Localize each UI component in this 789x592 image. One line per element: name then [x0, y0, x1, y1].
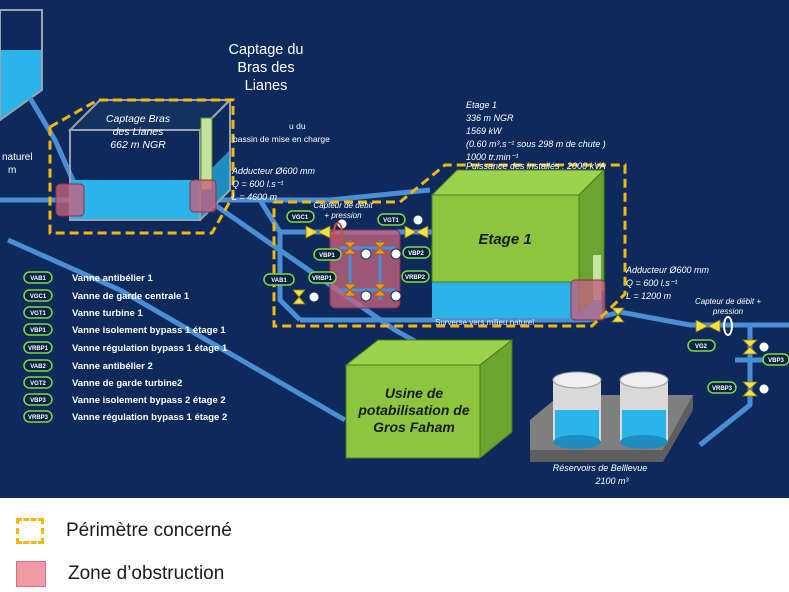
valve-legend-desc: Vanne antibélier 1 — [72, 273, 153, 284]
etage-1-info: Etage 1 336 m NGR 1569 kW (0.60 m³.s⁻¹ s… — [466, 100, 606, 171]
valve-tag-vbp3: VBP3 — [768, 358, 784, 364]
orange-valves — [343, 241, 387, 297]
valve-legend-code: VRBP1 — [28, 346, 49, 352]
label-naturel: naturel — [2, 152, 33, 163]
valve-legend-code: VAB2 — [30, 364, 46, 370]
title-captage-line2: Bras des — [237, 60, 294, 76]
valve-legend-codes: VAB1 VGC1 VGT1 VBP1 VRBP1 VAB2 VGT2 VBP3… — [28, 276, 49, 421]
adducteur-1-info: Adducteur Ø600 mm Q = 600 l.s⁻¹ L = 4600… — [231, 166, 316, 202]
valve-legend-code: VGT2 — [30, 381, 46, 387]
adducteur-1-line3: L = 4600 m — [232, 192, 278, 202]
valve-legend-badges — [23, 271, 53, 423]
yellow-valves — [292, 225, 758, 397]
label-surverse: Surverse vers milieu naturel — [435, 318, 534, 327]
adducteur-2-line2: Q = 600 l.s⁻¹ — [626, 278, 678, 288]
valve-tag-vbp2: VBP2 — [408, 251, 424, 257]
valve-legend-desc: Vanne de garde centrale 1 — [72, 291, 190, 302]
title-captage-line1: Captage du — [229, 42, 304, 58]
title-captage: Captage du Bras des Lianes — [229, 42, 304, 94]
flow-sensor-2 — [723, 316, 733, 336]
label-bassin-line2: bassin de mise en charge — [233, 134, 330, 144]
valve-tag-vbp1: VBP1 — [319, 253, 335, 259]
capteur-2-info: Capteur de débit + pression — [695, 297, 761, 316]
valve-legend-desc: Vanne antibélier 2 — [72, 361, 153, 372]
valve-legend-code: VRBP3 — [28, 415, 49, 421]
valve-legend-desc: Vanne isolement bypass 1 étage 1 — [72, 325, 226, 336]
usine-label: Usine de potabilisation de Gros Faham — [357, 385, 469, 435]
etage-info-line2: 336 m NGR — [466, 113, 514, 123]
etage-info-line5: 1000 tr.min⁻¹ — [466, 152, 518, 162]
label-bassin-line1: u du — [289, 121, 306, 131]
legend-zone: Zone d’obstruction — [16, 561, 224, 587]
adducteur-1-line2: Q = 600 l.s⁻¹ — [232, 179, 284, 189]
valve-tag-badges — [263, 210, 789, 394]
valve-legend-code: VAB1 — [30, 276, 46, 282]
usine-label-line1: Usine de — [385, 385, 444, 401]
valve-legend-code: VBP3 — [30, 398, 46, 404]
valve-tag-vrbp2: VRBP2 — [405, 275, 426, 281]
reservoirs-label-line2: 2100 m³ — [594, 476, 629, 486]
capteur-1-line2: + pression — [324, 211, 362, 220]
obstruction-zone-basin-left — [55, 183, 85, 217]
legend-perimetre: Périmètre concerné — [16, 518, 232, 544]
valve-legend-code: VBP1 — [30, 328, 46, 334]
obstruction-zone-basin-right — [189, 179, 217, 213]
valve-legend-code: VGT1 — [30, 311, 46, 317]
adducteur-2-line3: L = 1200 m — [626, 291, 672, 301]
flow-sensor-1 — [333, 222, 343, 242]
label-m: m — [8, 165, 16, 176]
valve-legend-descriptions: Vanne antibélier 1 Vanne de garde centra… — [72, 273, 228, 423]
valve-legend-code: VGC1 — [30, 294, 47, 300]
capteur-1-line1: Capteur de débit — [313, 201, 373, 210]
valve-legend-desc: Vanne isolement bypass 2 étage 2 — [72, 395, 226, 406]
basin-label-line1: Captage Bras — [106, 113, 171, 125]
adducteur-2-line1: Adducteur Ø600 mm — [625, 265, 710, 275]
valve-tag-vg2: VG2 — [695, 344, 708, 350]
valve-tag-vrbp3: VRBP3 — [712, 386, 733, 392]
etage-info-line4: (0.60 m³.s⁻¹ sous 298 m de chute ) — [466, 139, 606, 149]
valve-tag-vrbp1: VRBP1 — [312, 276, 333, 282]
basin-label-line3: 662 m NGR — [110, 139, 166, 151]
valve-legend-desc: Vanne turbine 1 — [72, 308, 143, 319]
hydraulic-diagram: Captage du Bras des Lianes Captage Bras … — [0, 0, 789, 498]
usine-box — [344, 338, 514, 460]
basin-label: Captage Bras des Lianes 662 m NGR — [106, 113, 171, 151]
valve-tag-vgt1: VGT1 — [383, 218, 399, 224]
capteur-2-line2: pression — [712, 307, 744, 316]
usine-label-line3: Gros Faham — [373, 419, 455, 435]
etage-1-box-label: Etage 1 — [478, 231, 531, 248]
adducteur-2-info: Adducteur Ø600 mm Q = 600 l.s⁻¹ L = 1200… — [625, 265, 710, 301]
valve-tag-vab1: VAB1 — [271, 278, 287, 284]
valve-legend-desc: Vanne régulation bypass 1 étage 1 — [72, 343, 228, 354]
reservoirs-bellevue — [530, 371, 693, 462]
upstream-reservoir — [0, 9, 43, 122]
valve-tag-codes: VGC1 VGT1 VBP1 VBP2 VRBP1 VRBP2 VAB1 VG2… — [271, 215, 784, 392]
legend-zone-label: Zone d’obstruction — [68, 563, 225, 584]
adducteur-1-line1: Adducteur Ø600 mm — [231, 166, 316, 176]
perimeter-basin — [48, 98, 235, 235]
etage-info-line1: Etage 1 — [466, 100, 497, 110]
usine-label-line2: potabilisation de — [357, 402, 469, 418]
obstruction-zone-etage — [570, 279, 606, 321]
capteur-2-line1: Capteur de débit + — [695, 297, 761, 306]
valve-legend-desc: Vanne de garde turbine2 — [72, 378, 182, 389]
etage-info-line6: Puissance des installés : 2000 kVA — [466, 161, 606, 171]
perimeter-etage — [272, 163, 627, 328]
reservoirs-label-line1: Réservoirs de Belllevue — [553, 463, 648, 473]
legend-zone-swatch — [16, 561, 46, 587]
legend-perimetre-label: Périmètre concerné — [66, 520, 232, 541]
title-captage-line3: Lianes — [245, 78, 288, 94]
reservoirs-label: Réservoirs de Belllevue 2100 m³ — [553, 463, 648, 486]
valve-tag-vgc1: VGC1 — [292, 215, 309, 221]
capteur-1-info: Capteur de débit + pression — [313, 201, 373, 220]
valve-legend-desc: Vanne régulation bypass 1 étage 2 — [72, 412, 227, 423]
legend-perimetre-swatch — [16, 518, 44, 544]
etage-info-line3: 1569 kW — [466, 126, 503, 136]
basin-label-line2: des Lianes — [113, 126, 165, 138]
